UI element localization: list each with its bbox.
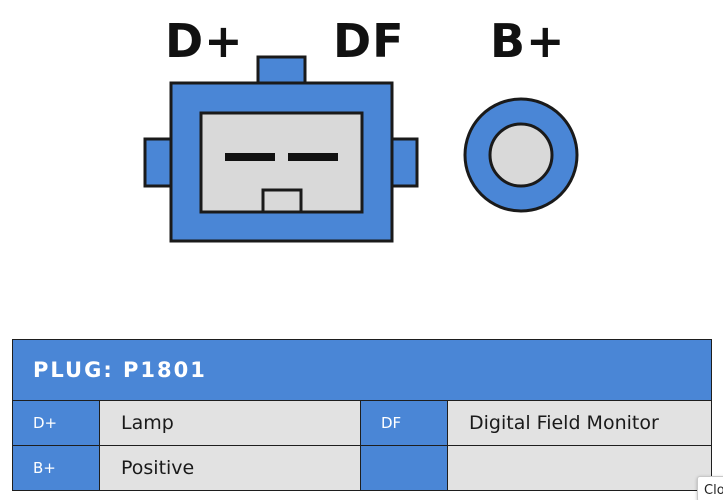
terminal-label-d-plus: D+ — [165, 14, 244, 68]
terminal-label-b-plus: B+ — [490, 14, 566, 68]
pin-label: B+ — [12, 445, 100, 491]
close-button[interactable]: Clo — [697, 476, 723, 500]
pin-label: D+ — [12, 400, 100, 446]
pin-description: Positive — [99, 445, 361, 491]
table-row: B+ Positive — [12, 445, 712, 491]
ring-terminal-inner — [488, 122, 554, 188]
pin-description: Lamp — [99, 400, 361, 446]
plug-pinout-table: PLUG: P1801 D+ Lamp DF Digital Field Mon… — [12, 339, 712, 491]
connector-illustration — [143, 55, 579, 243]
pin-description: Digital Field Monitor — [447, 400, 712, 446]
connector-pin-df — [288, 153, 338, 161]
connector-top-tab — [256, 55, 307, 87]
plug-title: PLUG: P1801 — [12, 339, 712, 401]
connector-bottom-key — [261, 188, 303, 214]
connector-left-tab — [143, 137, 175, 188]
table-row: D+ Lamp DF Digital Field Monitor — [12, 400, 712, 446]
pin-label: DF — [360, 400, 448, 446]
connector-right-tab — [387, 137, 419, 188]
table-header-row: PLUG: P1801 — [12, 339, 712, 401]
plug-connector — [143, 55, 419, 243]
ring-terminal-b-plus — [463, 97, 579, 213]
pin-label — [360, 445, 448, 491]
connector-pin-d-plus — [225, 153, 275, 161]
pin-description — [447, 445, 712, 491]
terminal-label-df: DF — [333, 14, 405, 68]
